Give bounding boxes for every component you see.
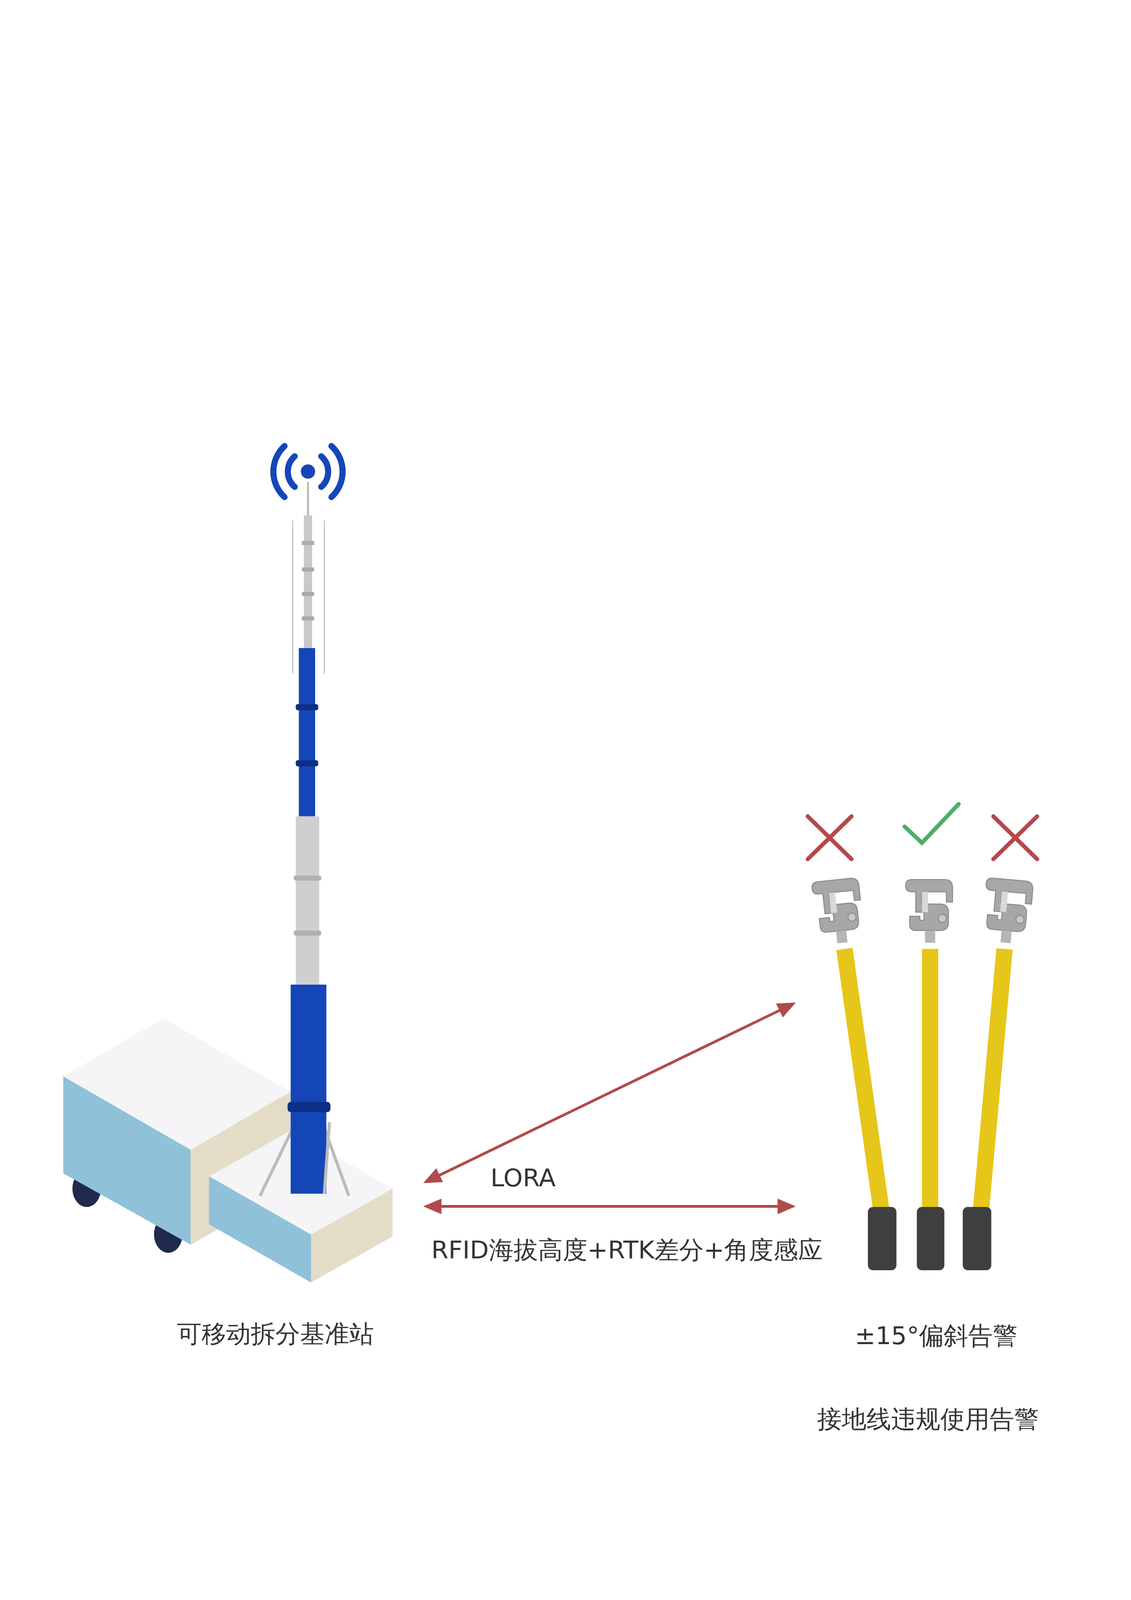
node-caption: ±15°偏斜告警	[855, 1321, 1018, 1351]
edge-label: RFID海拔高度+RTK差分+角度感应	[428, 1235, 826, 1266]
signal-arrow	[423, 1198, 796, 1215]
edge-label: LORA	[487, 1163, 559, 1194]
node-caption: 可移动拆分基准站	[176, 1319, 374, 1349]
diagram-node: 可移动拆分基准站	[59, 437, 424, 1360]
diagram-node: ±15°偏斜告警接地线违规使用告警	[795, 802, 1063, 1442]
truck	[63, 1018, 393, 1283]
signal-arrow	[423, 1002, 796, 1183]
telescopic-mast	[259, 446, 349, 1196]
grounding-rods	[811, 877, 1034, 1271]
node-caption: 接地线违规使用告警	[817, 1404, 1039, 1435]
status-marks	[807, 804, 1038, 860]
